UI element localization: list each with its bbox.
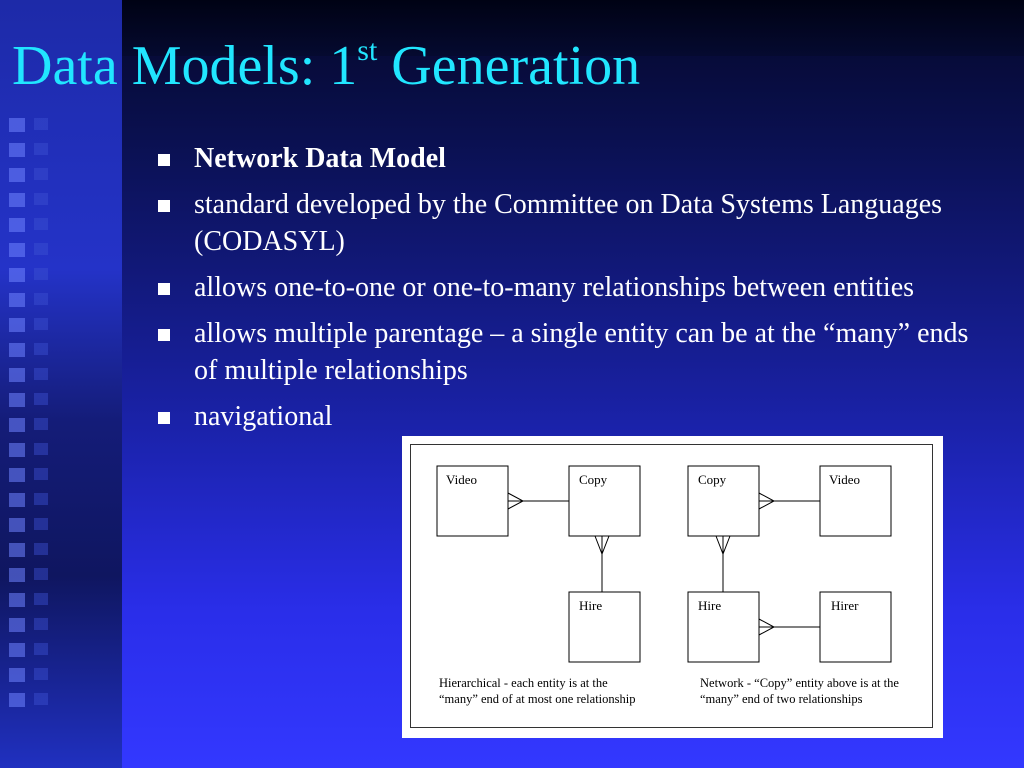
crows-foot-icon bbox=[758, 618, 776, 636]
bullet-item: Network Data Model bbox=[158, 140, 978, 177]
entity-label: Copy bbox=[579, 472, 608, 487]
bullet-square-icon bbox=[158, 283, 170, 295]
top-dark-band bbox=[122, 0, 1024, 56]
crows-foot-icon bbox=[507, 492, 525, 510]
bullet-square-icon bbox=[158, 412, 170, 424]
entity-label: Hirer bbox=[831, 598, 859, 613]
crows-foot-icon bbox=[594, 535, 610, 556]
bullet-text: navigational bbox=[194, 401, 333, 432]
entity-hirer-box bbox=[819, 591, 892, 663]
entity-label: Hire bbox=[698, 598, 721, 613]
bullet-square-icon bbox=[158, 154, 170, 166]
bullet-text: allows one-to-one or one-to-many relatio… bbox=[194, 272, 915, 303]
title-main: Data Models: 1 bbox=[12, 35, 358, 97]
bullet-item: navigational bbox=[158, 398, 978, 435]
network-caption: Network - “Copy” entity above is at the … bbox=[700, 676, 899, 706]
entity-video-box bbox=[436, 465, 509, 537]
bullet-text: allows multiple parentage – a single ent… bbox=[194, 318, 969, 386]
bullet-item: standard developed by the Committee on D… bbox=[158, 186, 978, 260]
entity-copy-box bbox=[687, 465, 760, 537]
entity-label: Video bbox=[446, 472, 477, 487]
entity-copy-box bbox=[568, 465, 641, 537]
bullet-square-icon bbox=[158, 329, 170, 341]
bullet-item: allows one-to-one or one-to-many relatio… bbox=[158, 269, 978, 306]
title-superscript: st bbox=[357, 34, 378, 67]
entity-video-box bbox=[819, 465, 892, 537]
data-model-diagram: Video Copy Hire Copy Video Hire Hirer Hi… bbox=[402, 436, 943, 738]
bullet-list: Network Data Model standard developed by… bbox=[158, 140, 978, 444]
bullet-square-icon bbox=[158, 200, 170, 212]
diagram-svg: Video Copy Hire Copy Video Hire Hirer bbox=[436, 465, 892, 663]
decorative-squares bbox=[9, 118, 25, 718]
hierarchical-caption: Hierarchical - each entity is at the “ma… bbox=[439, 676, 636, 706]
bullet-text: Network Data Model bbox=[194, 143, 446, 174]
entity-label: Copy bbox=[698, 472, 727, 487]
title-end: Generation bbox=[377, 35, 641, 97]
diagram-frame bbox=[410, 444, 933, 728]
crows-foot-icon bbox=[758, 492, 776, 510]
crows-foot-icon bbox=[715, 535, 731, 556]
entity-label: Video bbox=[829, 472, 860, 487]
decorative-squares-secondary bbox=[34, 118, 48, 718]
slide-title: Data Models: 1st Generation bbox=[12, 30, 640, 102]
bullet-text: standard developed by the Committee on D… bbox=[194, 189, 943, 257]
entity-label: Hire bbox=[579, 598, 602, 613]
bullet-item: allows multiple parentage – a single ent… bbox=[158, 315, 978, 389]
entity-hire-box bbox=[568, 591, 641, 663]
